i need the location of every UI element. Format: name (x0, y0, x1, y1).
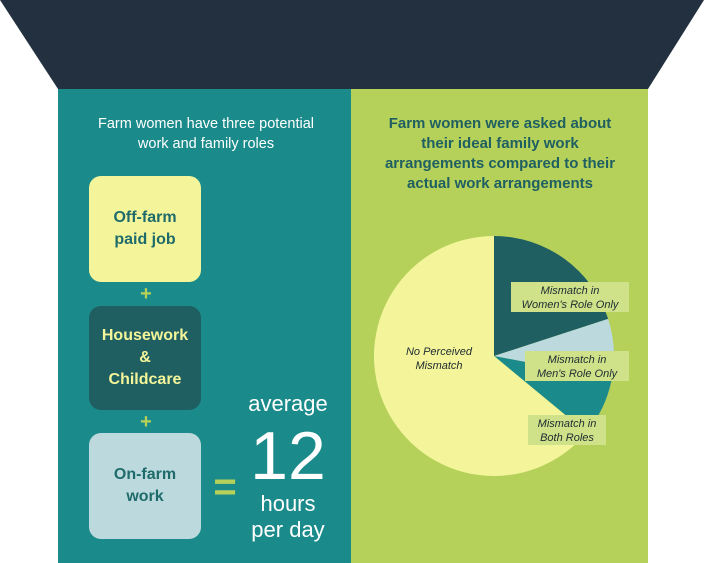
role-label: On-farm (113, 466, 177, 483)
average-label: average (248, 391, 328, 416)
roof-banner (0, 0, 704, 89)
role-label: paid job (114, 231, 176, 248)
mismatch-title: Farm women were asked about their ideal … (360, 114, 640, 194)
slice-label: Mismatch in (548, 354, 607, 366)
role-label: Housework (101, 327, 189, 344)
role-box-housework-childcare: Housework & Childcare (89, 306, 201, 410)
role-label: Off-farm (113, 209, 177, 226)
role-box-off-farm-job: Off-farm paid job (89, 176, 201, 282)
role-label: work (126, 488, 164, 505)
average-hours-value: 12 (250, 418, 326, 494)
mismatch-title-line: arrangements compared to their (384, 155, 616, 172)
plus-sign: + (140, 283, 152, 305)
role-label: & (139, 349, 151, 366)
roles-title-line: work and family roles (137, 136, 275, 152)
slice-label: Mismatch in (541, 285, 600, 297)
slice-label-box (528, 415, 606, 445)
roles-title-line: Farm women have three potential (98, 116, 314, 132)
slice-label: Both Roles (540, 432, 594, 444)
slice-label: Mismatch (415, 360, 462, 372)
average-unit-line: per day (251, 517, 325, 542)
roles-title: Farm women have three potential work and… (68, 114, 344, 154)
role-box-on-farm-work: On-farm work (89, 433, 201, 539)
mismatch-title-line: their ideal family work (421, 135, 579, 152)
average-unit-line: hours (260, 491, 316, 516)
plus-sign: + (140, 411, 152, 433)
slice-label: Men's Role Only (537, 368, 619, 380)
slice-label: Mismatch in (538, 418, 597, 430)
equals-sign: = (213, 465, 237, 509)
slice-label: No Perceived (406, 346, 473, 358)
slice-label-box (525, 351, 629, 381)
mismatch-title-line: Farm women were asked about (388, 115, 612, 132)
slice-label: Women's Role Only (522, 299, 620, 311)
average-unit: hours per day (232, 491, 344, 543)
role-label: Childcare (108, 371, 182, 388)
mismatch-title-line: actual work arrangements (407, 175, 593, 192)
slice-label-box (511, 282, 629, 312)
